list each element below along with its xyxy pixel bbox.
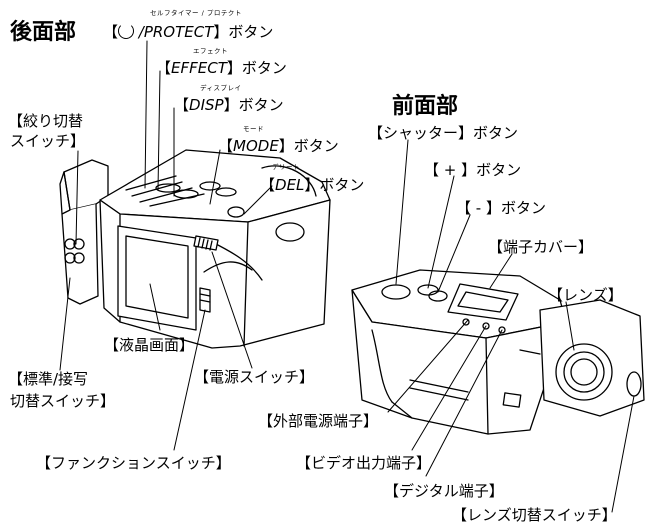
function-switch-label: 【ファンクションスイッチ】 — [36, 454, 231, 472]
plus-button-label: 【 + 】ボタン — [424, 161, 522, 179]
del-button-label: 【DEL】ボタン — [260, 176, 365, 194]
self-timer-icon — [118, 23, 135, 39]
protect-button-ruby: セルフタイマー / プロテクト — [150, 9, 242, 17]
digital-terminal-label: 【デジタル端子】 — [384, 482, 504, 500]
front-camera-illustration — [351, 269, 645, 435]
back-camera-illustration — [59, 149, 331, 349]
lens-label: 【レンズ】 — [548, 286, 623, 304]
mode-button-label: 【MODE】ボタン — [218, 137, 339, 155]
minus-button-label: 【 - 】ボタン — [456, 199, 546, 217]
standard-macro-switch-label-line2: 切替スイッチ】 — [10, 392, 116, 410]
effect-button-ruby: エフェクト — [193, 47, 228, 55]
disp-button-ruby: ディスプレイ — [200, 84, 242, 92]
protect-button-label: 【 /PROTECT】ボタン — [103, 23, 274, 41]
front-view-heading: 前面部 — [392, 94, 459, 119]
leader-lines — [59, 40, 635, 513]
disp-button-label: 【DISP】ボタン — [174, 96, 284, 114]
terminal-cover-label: 【端子カバー】 — [488, 238, 594, 256]
external-power-terminal-label: 【外部電源端子】 — [258, 412, 379, 430]
del-button-ruby: デリート — [272, 163, 300, 171]
video-out-terminal-label: 【ビデオ出力端子】 — [296, 454, 432, 472]
aperture-switch-label-line1: 【絞り切替 — [8, 112, 84, 130]
rear-view-heading: 後面部 — [10, 20, 77, 45]
aperture-switch-label-line2: スイッチ】 — [10, 132, 86, 150]
shutter-button-label: 【シャッター】ボタン — [368, 124, 519, 142]
standard-macro-switch-label-line1: 【標準/接写 — [8, 370, 89, 388]
effect-button-label: 【EFFECT】ボタン — [156, 59, 287, 77]
power-switch-label: 【電源スイッチ】 — [194, 368, 315, 386]
lcd-screen-label: 【液晶画面】 — [104, 336, 195, 354]
mode-button-ruby: モード — [243, 125, 264, 133]
lens-switch-label: 【レンズ切替スイッチ】 — [452, 506, 617, 524]
